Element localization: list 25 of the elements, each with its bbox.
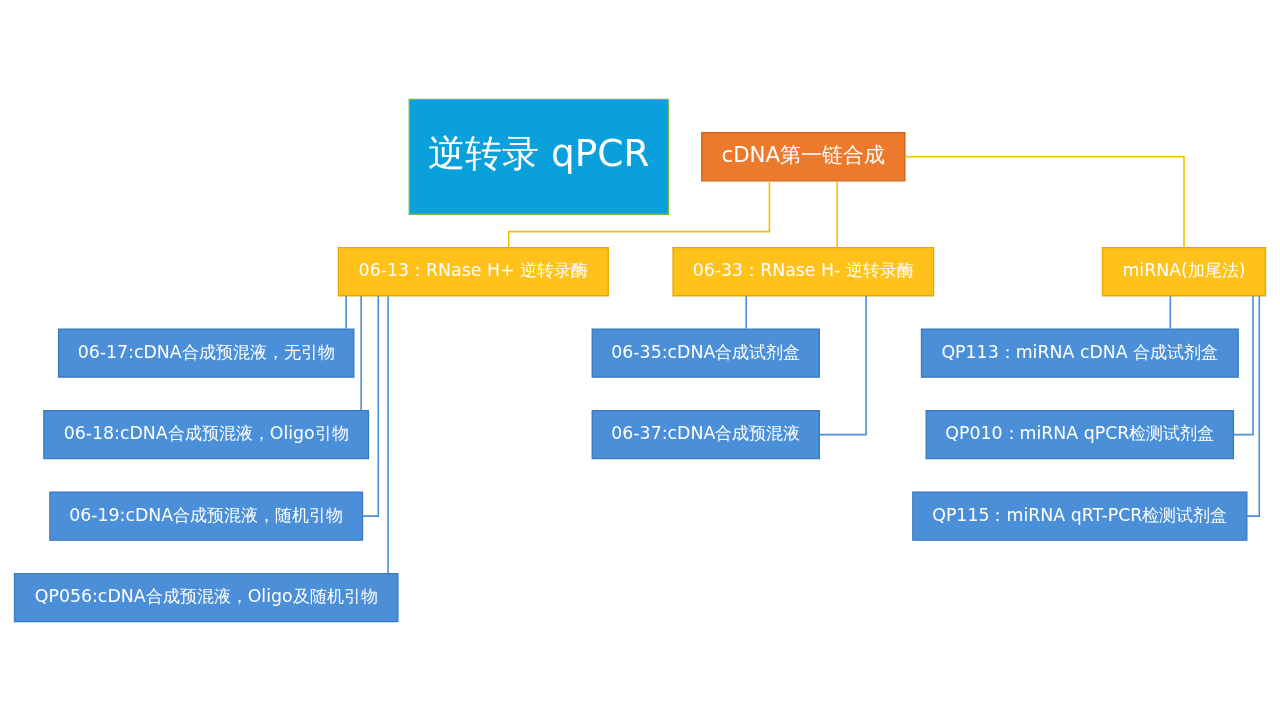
node-box: QP113：miRNA cDNA 合成试剂盒	[920, 327, 1239, 378]
connector	[362, 294, 380, 517]
connector	[904, 155, 1185, 248]
node-box: QP056:cDNA合成预混液，Oligo及随机引物	[13, 572, 399, 622]
connector	[818, 294, 867, 435]
node-box: 06-37:cDNA合成预混液	[591, 409, 820, 459]
connector	[836, 179, 838, 248]
connector	[745, 294, 747, 330]
node-box: cDNA第一链合成	[701, 131, 906, 181]
node-box: 06-35:cDNA合成试剂盒	[591, 327, 820, 378]
connector	[387, 294, 389, 574]
node-box: 06-19:cDNA合成预混液，随机引物	[49, 490, 364, 541]
connector	[1246, 294, 1261, 517]
connector	[360, 294, 362, 411]
node-box: 06-13：RNase H+ 逆转录酶	[337, 246, 609, 296]
connector	[1169, 294, 1172, 330]
diagram-title: 逆转录 qPCR	[428, 130, 650, 175]
node-box: 06-33：RNase H- 逆转录酶	[672, 246, 935, 296]
node-box: QP115：miRNA qRT-PCR检测试剂盒	[912, 490, 1248, 541]
node-box: 06-18:cDNA合成预混液，Oligo引物	[43, 409, 370, 459]
node-box: miRNA(加尾法)	[1101, 246, 1267, 296]
node-box: QP010：miRNA qPCR检测试剂盒	[925, 409, 1235, 459]
connector	[345, 294, 347, 330]
connector	[1232, 294, 1254, 435]
node-box: 06-17:cDNA合成预混液，无引物	[57, 327, 355, 378]
